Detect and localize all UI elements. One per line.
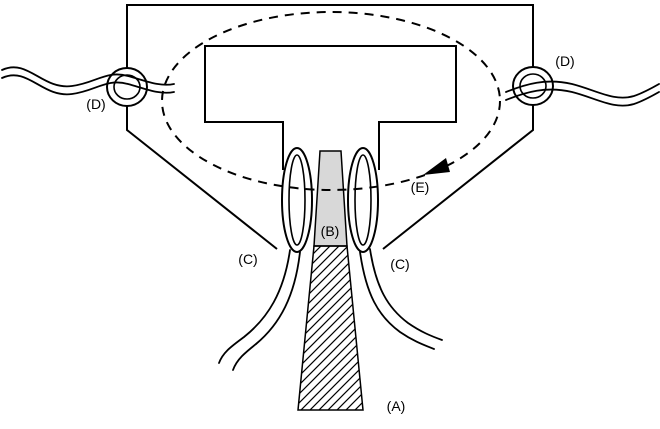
label-c-left: (C) bbox=[238, 251, 257, 267]
label-a: (A) bbox=[387, 398, 406, 414]
core-outline bbox=[126, 4, 534, 250]
primary-wire-right bbox=[505, 80, 660, 107]
core-t-cutout bbox=[204, 45, 457, 170]
coil-left bbox=[281, 147, 313, 253]
coil-lead-right bbox=[359, 248, 443, 350]
coil-lead-left bbox=[218, 249, 301, 371]
primary-ring-right bbox=[512, 66, 554, 106]
label-e: (E) bbox=[411, 179, 430, 195]
coil-right bbox=[347, 147, 379, 253]
label-d-right: (D) bbox=[555, 53, 574, 69]
flux-path-dashed bbox=[161, 11, 501, 191]
label-c-right: (C) bbox=[390, 256, 409, 272]
primary-wire-left bbox=[1, 66, 175, 96]
probe-body-hatched bbox=[297, 245, 364, 411]
flux-direction-arrow bbox=[423, 158, 450, 175]
label-d-left: (D) bbox=[86, 96, 105, 112]
label-b: (B) bbox=[321, 223, 340, 239]
